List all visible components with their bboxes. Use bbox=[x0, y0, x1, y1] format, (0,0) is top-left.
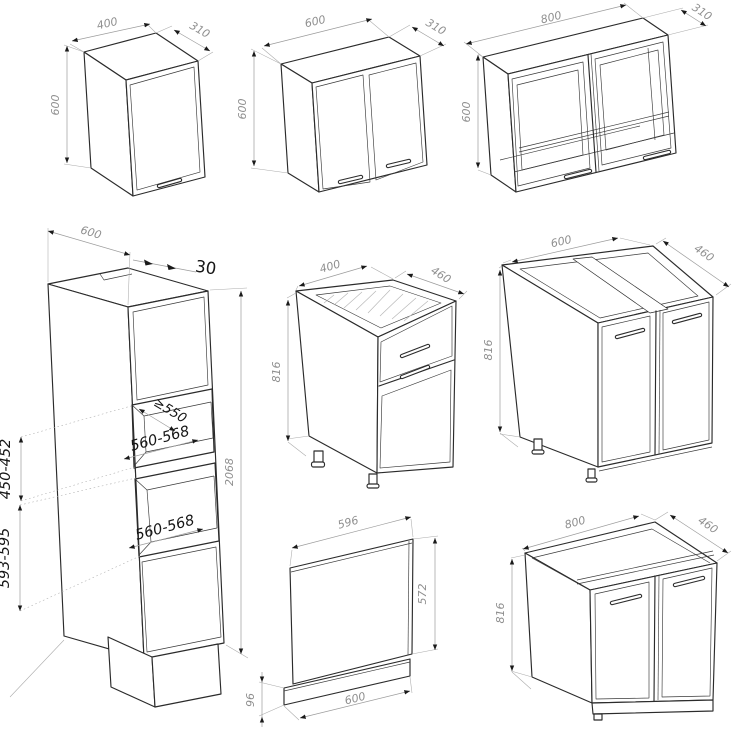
right-door-handle bbox=[385, 158, 412, 169]
dim-width: 600 bbox=[550, 233, 573, 250]
dim-height: 816 bbox=[494, 603, 507, 624]
dim-bottom-width: 600 bbox=[343, 690, 367, 708]
left-door-handle bbox=[563, 168, 593, 180]
dim-height: 816 bbox=[270, 362, 283, 383]
adjustable-leg bbox=[593, 713, 603, 721]
tall-oven-cabinet: 600 30 ≥550 560-568 560-568 450-452 593-… bbox=[0, 223, 249, 708]
door-handle bbox=[399, 364, 431, 380]
base-cabinet-600: 600 460 816 bbox=[482, 233, 732, 483]
dim-width: 800 bbox=[563, 514, 587, 532]
left-door-handle bbox=[337, 174, 364, 185]
dim-height: 600 bbox=[460, 102, 473, 123]
wall-cabinet-400: 400 310 600 bbox=[49, 15, 214, 197]
adjustable-leg bbox=[310, 450, 380, 489]
dim-niche1-height: 450-452 bbox=[0, 439, 14, 500]
dim-depth: 310 bbox=[690, 1, 715, 23]
dim-depth: 460 bbox=[692, 242, 717, 265]
right-door-handle bbox=[671, 312, 703, 325]
dim-width: 400 bbox=[318, 257, 342, 275]
dishwasher-front-panel: 596 572 96 600 bbox=[244, 514, 439, 727]
dim-width: 400 bbox=[96, 15, 119, 32]
base-cabinet-400: 400 460 816 bbox=[270, 257, 468, 489]
dim-height: 600 bbox=[49, 95, 62, 116]
dim-panel-height: 572 bbox=[416, 584, 429, 605]
interior-hatch bbox=[323, 289, 429, 322]
wall-cabinet-600: 600 310 600 bbox=[236, 13, 448, 193]
adjustable-leg bbox=[531, 438, 598, 483]
left-door-handle bbox=[609, 593, 643, 606]
right-door-handle bbox=[642, 149, 672, 161]
wall-cabinet-800-glass: 800 310 600 bbox=[460, 1, 715, 193]
dim-height: 600 bbox=[236, 99, 249, 120]
right-door-handle bbox=[672, 575, 706, 588]
dim-depth: 310 bbox=[423, 16, 448, 38]
dim-width: 800 bbox=[539, 9, 563, 27]
dim-plinth-height: 96 bbox=[244, 693, 257, 707]
dim-cornice-gap: 30 bbox=[194, 257, 217, 279]
dim-depth: 460 bbox=[696, 514, 721, 537]
dim-width: 600 bbox=[304, 13, 327, 30]
dim-top-width: 600 bbox=[79, 223, 103, 241]
dim-niche2-height: 593-595 bbox=[0, 528, 13, 589]
dim-depth: 310 bbox=[187, 19, 212, 41]
left-door-handle bbox=[614, 327, 646, 340]
sink-cabinet-800: 800 460 816 bbox=[494, 511, 732, 721]
dim-height: 816 bbox=[482, 340, 495, 361]
dim-panel-width: 596 bbox=[336, 514, 360, 532]
drawer-handle bbox=[399, 343, 431, 359]
dim-total-height: 2068 bbox=[223, 458, 236, 486]
door-handle bbox=[156, 177, 183, 189]
